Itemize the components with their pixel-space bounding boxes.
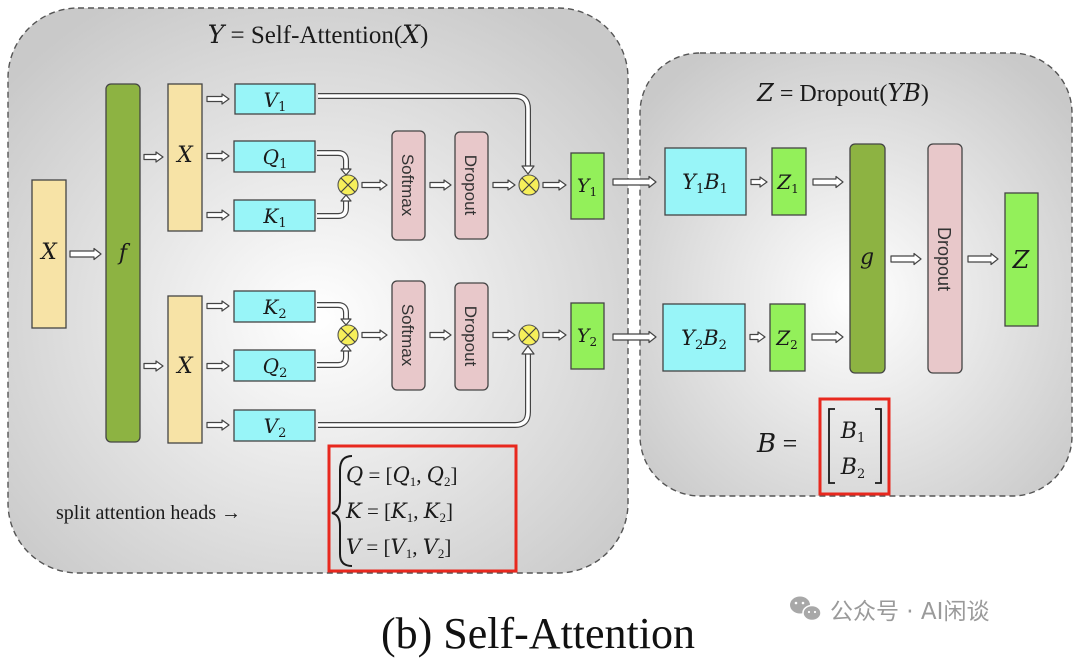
- head2-y-box: [570, 302, 605, 370]
- arrow-z1-to-g: [812, 175, 844, 189]
- function-g-label: g: [860, 245, 874, 270]
- arrow-g-to-dropout: [890, 252, 922, 266]
- split-equation-k: K = [K1, K2]: [345, 499, 453, 525]
- b-matrix-highlight: [818, 397, 891, 496]
- z2-box: [769, 303, 806, 372]
- head2-k-box: [233, 290, 316, 323]
- arrow-x1-to-v1: [206, 93, 230, 105]
- arrow-mult1-to-y1: [542, 179, 567, 191]
- head2-softmax-label: Softmax: [398, 304, 417, 367]
- arrow-x1-to-k1: [206, 209, 230, 221]
- split-equations-highlight: [327, 444, 518, 573]
- y2b2-label: Y2B2: [681, 326, 727, 353]
- input-x-label: X: [39, 240, 58, 265]
- head2-q-box: [233, 349, 316, 382]
- arrow-f-to-x2: [143, 360, 164, 372]
- final-dropout-box: [927, 143, 963, 374]
- arrow-z2-to-g: [811, 330, 844, 344]
- head1-v-label: V1: [264, 88, 287, 115]
- z1-box: [771, 147, 807, 216]
- arrow-x2-to-v2: [206, 419, 230, 431]
- z1-label: Z1: [776, 170, 799, 196]
- split-heads-label: split attention heads →: [56, 502, 241, 524]
- self-attention-title: Y = Self-Attention(X): [208, 20, 429, 49]
- arrow-y2b2-to-z2: [749, 331, 766, 343]
- head1-x-label: X: [175, 143, 194, 168]
- watermark-text: 公众号 · AI闲谈: [830, 599, 989, 625]
- head1-av-multiply-icon: [518, 174, 540, 196]
- arrows: [69, 93, 999, 431]
- wechat-icon: [790, 596, 822, 622]
- z-output-label: Z: [1012, 246, 1031, 274]
- final-dropout-label: Dropout: [934, 227, 954, 291]
- y1b1-box: [664, 147, 747, 216]
- head1-dropout-box: [454, 131, 489, 240]
- input-x-box: [31, 179, 67, 329]
- head2-softmax-box: [391, 280, 426, 391]
- head2-y-label: Y2: [577, 325, 597, 349]
- arrow-softmax1-to-dropout: [429, 179, 452, 191]
- head1-softmax-box: [391, 130, 426, 241]
- y1b1-label: Y1B1: [682, 170, 728, 197]
- arrow-x2-to-k2: [206, 300, 230, 312]
- split-equation-v: V = [V1, V2]: [346, 535, 451, 561]
- b1-entry: B1: [840, 419, 865, 446]
- arrow-dropout2-to-mult: [492, 329, 516, 341]
- dropout-title: Z = Dropout(YB): [756, 79, 929, 107]
- left-brace: [331, 455, 353, 567]
- head2-v-box: [233, 409, 316, 442]
- head1-q-box: [233, 140, 316, 173]
- arrow-qk1-to-softmax: [361, 179, 388, 191]
- matrix-left-bracket: [828, 408, 835, 484]
- head2-dropout-label: Dropout: [461, 306, 480, 367]
- matrix-right-bracket: [875, 408, 882, 484]
- arrow-x1-to-q1: [206, 150, 230, 162]
- y2b2-box: [662, 303, 746, 372]
- arrow-x-to-f: [69, 247, 102, 261]
- head2-av-multiply-icon: [518, 324, 540, 346]
- figure-caption: (b) Self-Attention: [381, 609, 695, 658]
- arrow-f-to-x1: [143, 151, 164, 163]
- arrow-dropout1-to-mult: [492, 179, 516, 191]
- arrow-y1b1-to-z1: [750, 176, 768, 188]
- head1-y-box: [570, 152, 605, 220]
- arrow-mult2-to-y2: [542, 329, 567, 341]
- arrow-dropout-to-z: [967, 252, 999, 266]
- arrow-y1-to-y1b1: [612, 175, 657, 189]
- split-equation-q: Q = [Q1, Q2]: [346, 463, 458, 489]
- arrow-qk2-to-softmax: [361, 329, 388, 341]
- self-attention-panel: [7, 7, 629, 574]
- head2-v-label: V2: [264, 414, 287, 441]
- head2-q-label: Q2: [263, 354, 288, 381]
- head1-dropout-label: Dropout: [461, 155, 480, 216]
- head1-y-label: Y1: [577, 175, 597, 199]
- arrow-softmax2-to-dropout: [429, 329, 452, 341]
- arrow-x2-to-q2: [206, 360, 230, 372]
- head2-x-box: [167, 295, 203, 444]
- function-f-box: [105, 83, 141, 443]
- head1-q-label: Q1: [263, 145, 288, 172]
- b-equation-lhs: B =: [756, 429, 797, 459]
- head1-qk-multiply-icon: [337, 174, 359, 196]
- head2-dropout-box: [454, 282, 489, 391]
- head2-x-label: X: [175, 354, 194, 379]
- head2-qk-multiply-icon: [337, 324, 359, 346]
- z-output-box: [1004, 192, 1039, 327]
- function-g-box: [849, 143, 886, 374]
- head1-v-box: [234, 83, 316, 115]
- b2-entry: B2: [840, 455, 865, 482]
- head1-softmax-label: Softmax: [398, 154, 417, 217]
- arrow-y2-to-y2b2: [612, 330, 657, 344]
- head1-k-box: [233, 199, 316, 232]
- curved-connectors: [317, 93, 535, 428]
- z2-label: Z2: [775, 326, 798, 352]
- head1-k-label: K1: [262, 204, 286, 231]
- head2-k-label: K2: [262, 295, 286, 322]
- split-equations: Q = [Q1, Q2] K = [K1, K2] V = [V1, V2]: [345, 463, 458, 561]
- head1-x-box: [167, 83, 203, 232]
